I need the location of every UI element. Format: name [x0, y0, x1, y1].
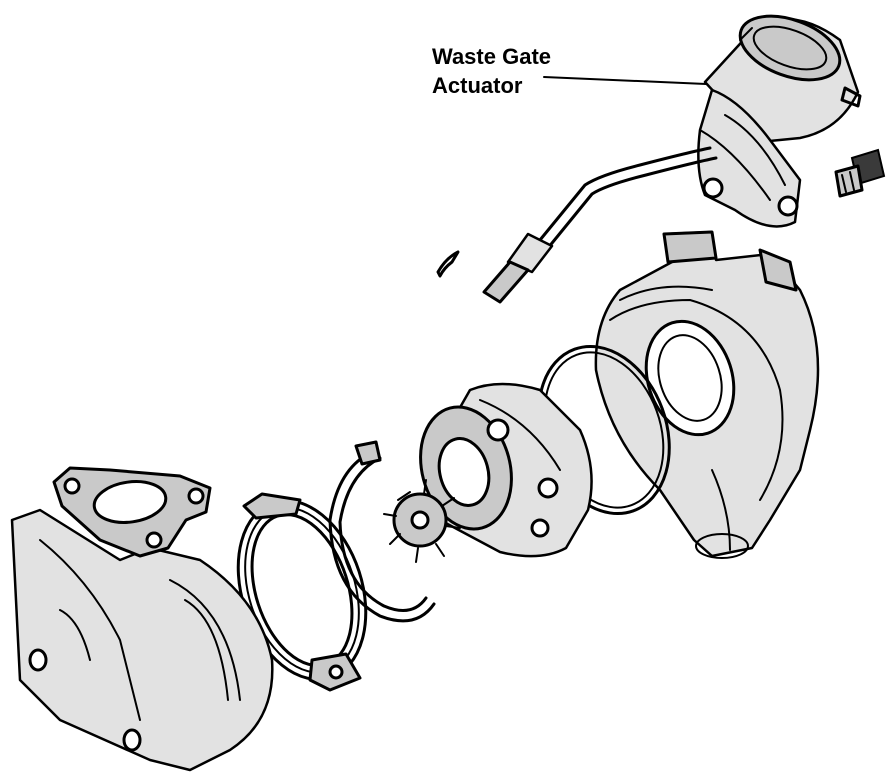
- callout-line-1: Waste Gate: [432, 44, 552, 69]
- callout-line-2: Actuator: [432, 73, 523, 98]
- turbine-housing: [10, 466, 274, 772]
- waste-gate-actuator-label: Waste Gate Actuator: [432, 42, 551, 100]
- callout-leader-line: [543, 76, 707, 85]
- waste-gate-actuator: [697, 14, 862, 228]
- compressor-housing: [594, 230, 820, 559]
- compressor-wheel: [383, 479, 461, 563]
- split-ring: [328, 450, 436, 623]
- actuator-rod: [482, 146, 718, 304]
- retaining-clip: [436, 250, 460, 278]
- fitting-bolt: [834, 148, 886, 198]
- v-band-clamp: [236, 492, 368, 692]
- center-housing-cartridge: [419, 382, 593, 558]
